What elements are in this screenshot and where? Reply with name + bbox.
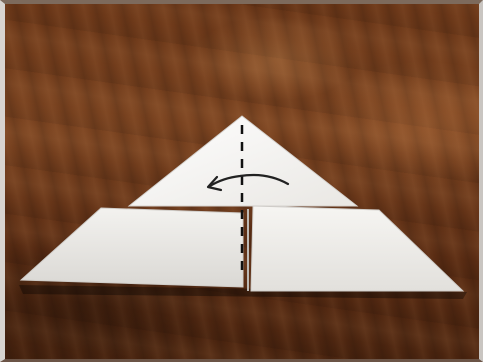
origami-right-flap [251, 206, 463, 291]
origami-left-flap [21, 208, 243, 287]
origami-scene [5, 4, 479, 359]
